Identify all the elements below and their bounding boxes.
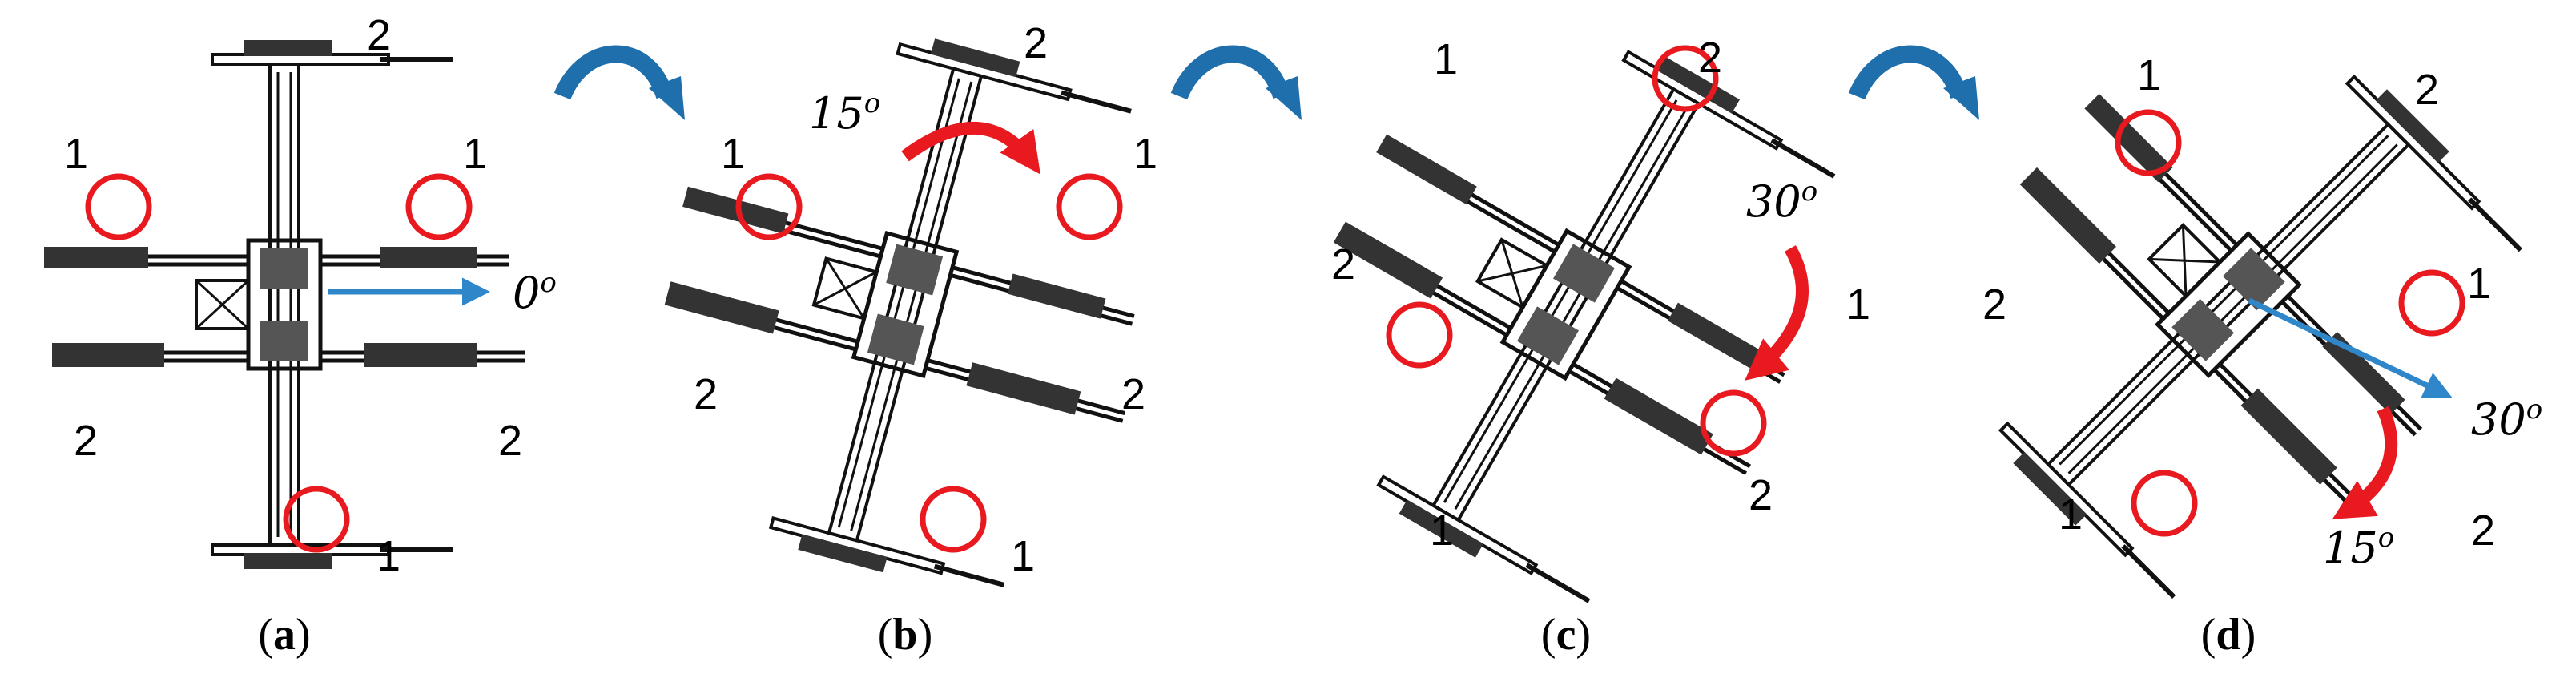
leg-label: 1 — [2137, 51, 2161, 99]
leg-label: 2 — [74, 417, 98, 465]
angle-label: 30o — [2471, 393, 2542, 445]
leg-label: 1 — [64, 130, 88, 178]
mark-circle — [1056, 173, 1123, 240]
caption-d: (d) — [2201, 610, 2256, 660]
step-arrow-2 — [1170, 45, 1302, 120]
leg-label: 2 — [694, 370, 718, 418]
panel-c: 30o 1 2 2 1 2 1 (c) — [1226, 0, 1906, 660]
step-arrow-3 — [1848, 45, 1979, 120]
leg-label: 1 — [2467, 260, 2491, 308]
leg-label: 1 — [463, 130, 487, 178]
leg-label: 2 — [498, 417, 522, 465]
angle-label: 30o — [1746, 176, 1817, 227]
mark-circle — [2131, 470, 2198, 537]
leg-label: 2 — [367, 11, 391, 59]
mark-circle — [735, 173, 803, 240]
mark-circle — [1652, 45, 1719, 112]
mark-circle — [283, 486, 350, 553]
orientation-arrow — [2248, 297, 2453, 398]
leg-label: 2 — [1698, 34, 1722, 82]
rotation-arrow — [901, 121, 1040, 175]
leg-label: 2 — [2471, 506, 2495, 555]
robot-drawing-a — [44, 40, 525, 569]
step-arrow-1 — [553, 45, 685, 120]
leg-label: 2 — [1121, 370, 1145, 418]
panel-a: 0o 2 1 1 2 2 1 (a) — [44, 11, 557, 660]
robot-drawing-c — [1226, 0, 1906, 654]
mark-circle — [405, 173, 473, 240]
leg-label: 1 — [1133, 130, 1157, 178]
mark-circle — [1700, 389, 1767, 457]
leg-label: 1 — [2059, 490, 2083, 539]
rotation-arrow — [1745, 245, 1809, 381]
leg-label: 1 — [1430, 506, 1454, 555]
leg-label: 2 — [1982, 280, 2006, 329]
angle-label: 15o — [2323, 522, 2394, 573]
caption-b: (b) — [878, 610, 932, 660]
angle-label: 0o — [513, 267, 557, 318]
panel-b: 15o 2 1 1 2 2 1 (b) — [605, 0, 1205, 660]
mark-circle — [2398, 269, 2465, 337]
leg-label: 1 — [721, 130, 745, 178]
leg-label: 2 — [2415, 66, 2439, 114]
leg-label: 1 — [376, 532, 400, 580]
mark-circle — [85, 173, 152, 240]
leg-label: 2 — [1331, 240, 1355, 289]
rotation-arrow — [2332, 406, 2398, 519]
mark-circle — [920, 486, 987, 553]
leg-label: 1 — [1011, 532, 1035, 580]
mark-circle — [1386, 301, 1453, 369]
leg-label: 2 — [1749, 471, 1773, 519]
mark-circle — [2115, 109, 2182, 176]
caption-c: (c) — [1541, 610, 1591, 660]
caption-a: (a) — [258, 610, 310, 660]
leg-label: 2 — [1024, 19, 1048, 67]
leg-label: 1 — [1846, 280, 1870, 329]
leg-label: 1 — [1434, 35, 1458, 83]
angle-label: 15o — [809, 87, 880, 139]
robot-drawing-b — [605, 0, 1205, 622]
panel-d: 30o 15o 1 2 2 1 1 2 (d) — [1872, 0, 2576, 661]
